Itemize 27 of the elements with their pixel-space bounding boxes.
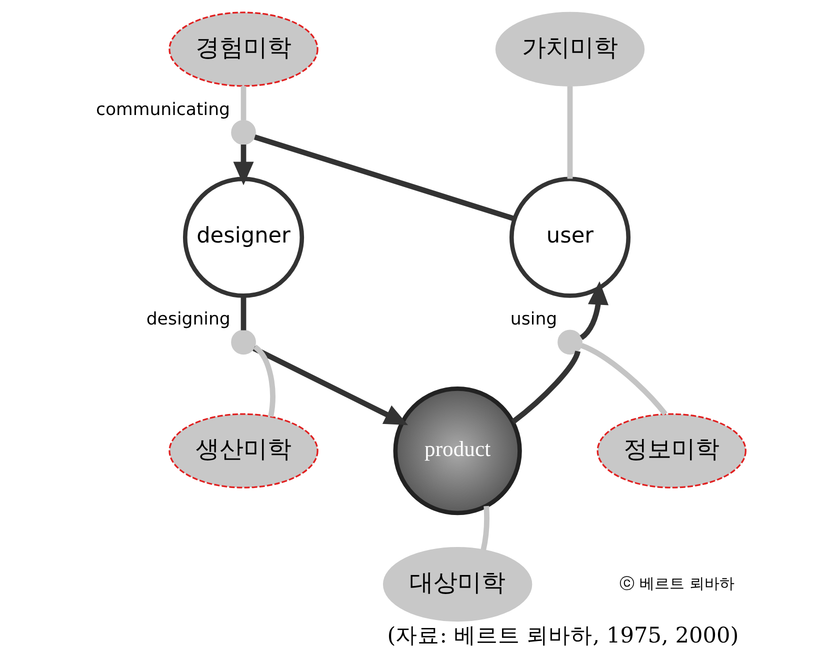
connector xyxy=(240,296,246,330)
node-ellipse: 대상미학 xyxy=(382,547,532,622)
node-label: using xyxy=(510,310,557,330)
connector xyxy=(480,506,489,550)
connector xyxy=(580,343,667,416)
node-ellipse: 가치미학 xyxy=(494,12,644,87)
node-ellipse: 정보미학 xyxy=(596,413,746,488)
arrow xyxy=(579,281,608,340)
node-ellipse: 생산미학 xyxy=(168,413,318,488)
label: ⓒ 베르트 뢰바하 xyxy=(619,574,734,592)
node-circle: product xyxy=(392,386,522,516)
node-circle: user xyxy=(508,176,630,298)
connector xyxy=(253,134,515,222)
connector xyxy=(252,344,275,417)
connector xyxy=(566,86,572,179)
arrow xyxy=(252,346,408,426)
connector xyxy=(240,86,246,120)
node-label: communicating xyxy=(95,100,230,120)
node-ellipse: 경험미학 xyxy=(168,12,318,87)
connector xyxy=(510,350,580,424)
node-label: designing xyxy=(146,310,230,330)
caption: (자료: 베르트 뢰바하, 1975, 2000) xyxy=(386,624,738,649)
arrow xyxy=(232,144,254,186)
node-circle xyxy=(557,330,582,355)
node-circle xyxy=(230,330,256,355)
node-circle: designer xyxy=(182,176,304,298)
node-circle xyxy=(230,120,256,145)
